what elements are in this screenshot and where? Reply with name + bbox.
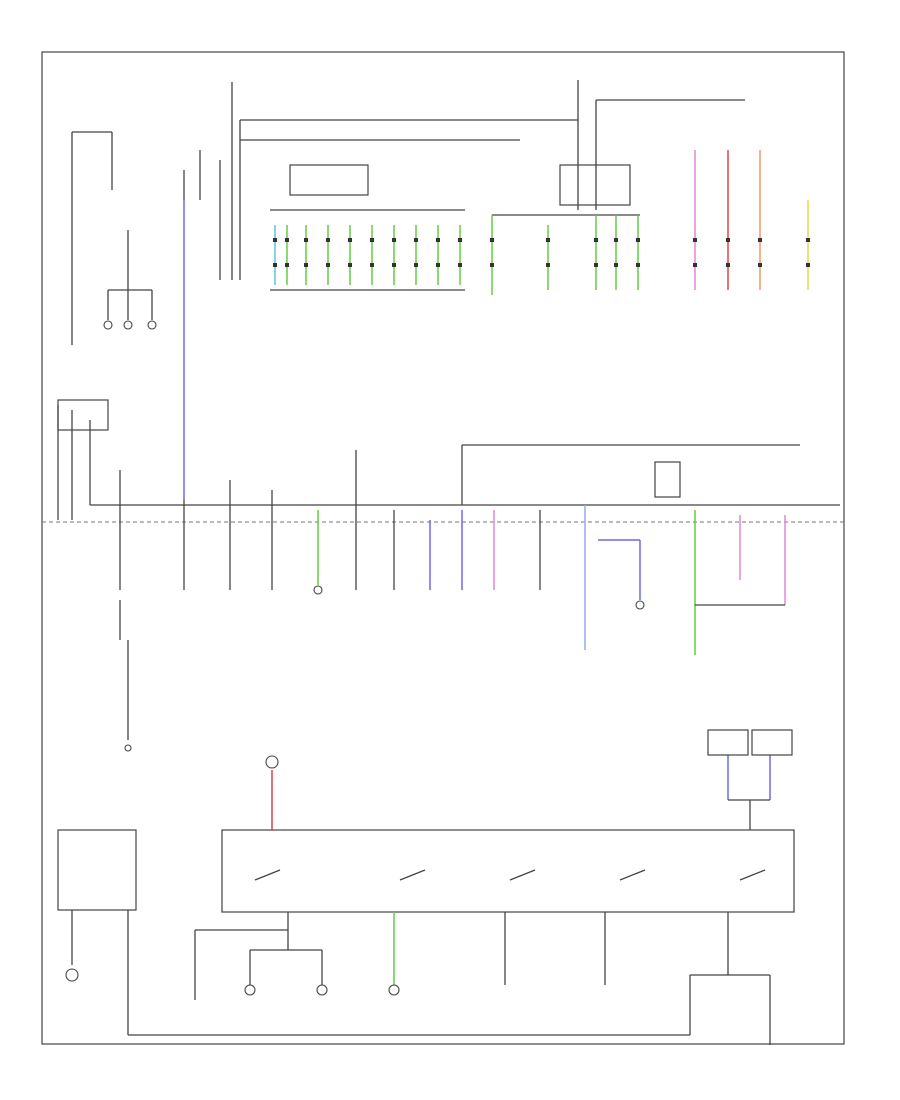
connector-pin [348,238,352,242]
connector-pin [285,263,289,267]
connector-pin [392,238,396,242]
blue-inputs [707,729,793,830]
left-column-wires [71,131,153,345]
connector-pin [726,263,730,267]
connector-pin [414,263,418,267]
connector-pin [304,238,308,242]
connector-pin [614,263,618,267]
connector-pin [614,238,618,242]
connector-pin [326,238,330,242]
connector-pin [806,263,810,267]
top-bus [199,80,745,280]
connector-pin [726,238,730,242]
top-fuse-row [274,225,461,285]
lower-left-chain [119,600,129,740]
relay-box-mid [654,461,681,498]
connector-pin [693,238,697,242]
connector-pin [636,263,640,267]
connector-pin [490,263,494,267]
connector-pin [458,263,462,267]
connector-pin [304,263,308,267]
connector-pin [458,238,462,242]
middle-bus [57,405,840,590]
connector-pin [490,238,494,242]
connector-pin [546,263,550,267]
connector-pin [414,238,418,242]
connector-pin [285,238,289,242]
switch-module-box [221,829,795,913]
connector-pin [273,238,277,242]
connector-icon [273,238,810,267]
connector-pin [594,263,598,267]
ground-icon [124,585,645,752]
connector-pin [370,263,374,267]
top-far-right-wires [694,150,809,290]
connector-pin [436,238,440,242]
connector-pin [693,263,697,267]
connector-pin [758,238,762,242]
connector-pin [326,263,330,267]
connector-pin [758,263,762,267]
fuse-block-top-right [559,164,631,206]
switch-icon [254,869,766,881]
top-right-wires [491,215,639,295]
mid-row-wires [317,450,786,655]
connector-pin [348,263,352,267]
connector-pin [392,263,396,267]
connector-pin [370,238,374,242]
connector-pin [636,238,640,242]
connector-box-mid-left [57,399,109,431]
ground-icon [65,968,400,996]
connector-pin [806,238,810,242]
relay-module-left [57,829,137,911]
connector-pin [436,263,440,267]
ground-icon [103,320,157,330]
diagram-frame [41,51,845,1045]
connector-pin [546,238,550,242]
bottom-row-wires [71,910,771,1045]
connector-pin [273,263,277,267]
connector-pin [594,238,598,242]
fuse-block-top-left [289,164,369,196]
